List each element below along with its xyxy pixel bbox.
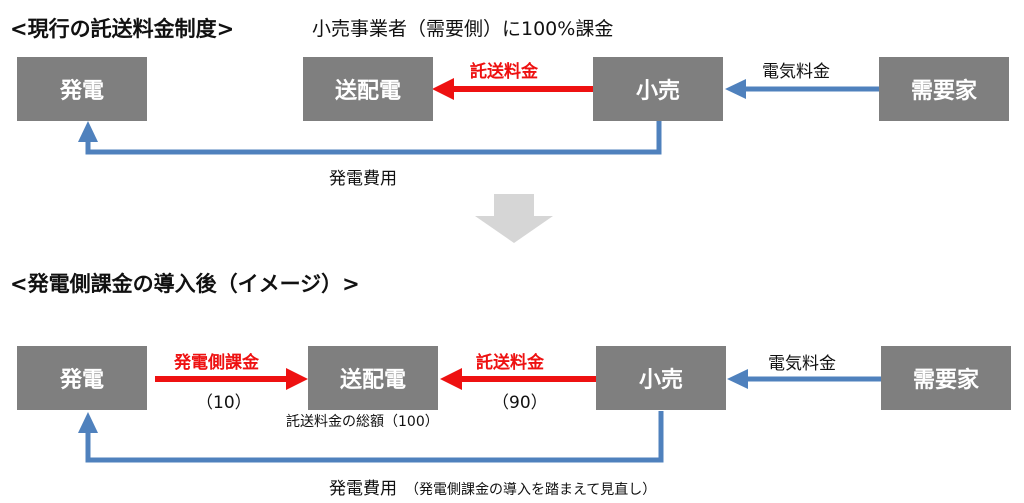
label-hatsuden-hiyou-note: （発電側課金の導入を踏まえて見直し）: [405, 482, 657, 498]
label-hatsuden-hiyou-text: 発電費用: [329, 479, 397, 499]
label-hatsuden-kakin-2: 発電側課金: [174, 353, 259, 373]
node-kouri-2: 小売: [596, 346, 726, 410]
section1-subheading: 小売事業者（需要側）に100%課金: [312, 18, 614, 40]
label-takuso-1: 託送料金: [470, 62, 538, 82]
section2-heading: <発電側課金の導入後（イメージ）>: [10, 272, 360, 296]
node-soudenden-2: 送配電: [308, 346, 438, 410]
arrow-denki-1: [725, 79, 879, 99]
label-denki-1: 電気料金: [762, 62, 830, 82]
node-juyouka-1: 需要家: [879, 57, 1009, 121]
node-soudenden-1: 送配電: [303, 57, 433, 121]
label-hatsuden-hiyou-2: 発電費用 （発電側課金の導入を踏まえて見直し）: [329, 474, 656, 499]
label-hatsuden-hiyou-1: 発電費用: [329, 169, 397, 189]
arrow-hatsuden-hiyou-1: [78, 121, 662, 155]
section1-heading: <現行の託送料金制度>: [10, 17, 235, 41]
arrow-hatsuden-kakin-2: [155, 368, 308, 390]
label-hatsuden-kakin-value: （10）: [196, 393, 252, 413]
label-denki-2: 電気料金: [768, 354, 836, 374]
arrow-takuso-2: [440, 368, 596, 390]
node-hatsuden-1: 発電: [17, 57, 147, 121]
node-kouri-1: 小売: [593, 57, 723, 121]
transition-down-arrow: [475, 194, 553, 243]
label-takuso-2: 託送料金: [476, 353, 544, 373]
label-takuso-total: 託送料金の総額（100）: [286, 414, 439, 430]
arrow-takuso-1: [432, 78, 593, 100]
node-juyouka-2: 需要家: [881, 346, 1011, 410]
arrow-hatsuden-hiyou-2: [78, 411, 664, 463]
label-takuso-value: （90）: [492, 393, 548, 413]
node-hatsuden-2: 発電: [17, 346, 147, 410]
arrow-denki-2: [727, 369, 881, 389]
